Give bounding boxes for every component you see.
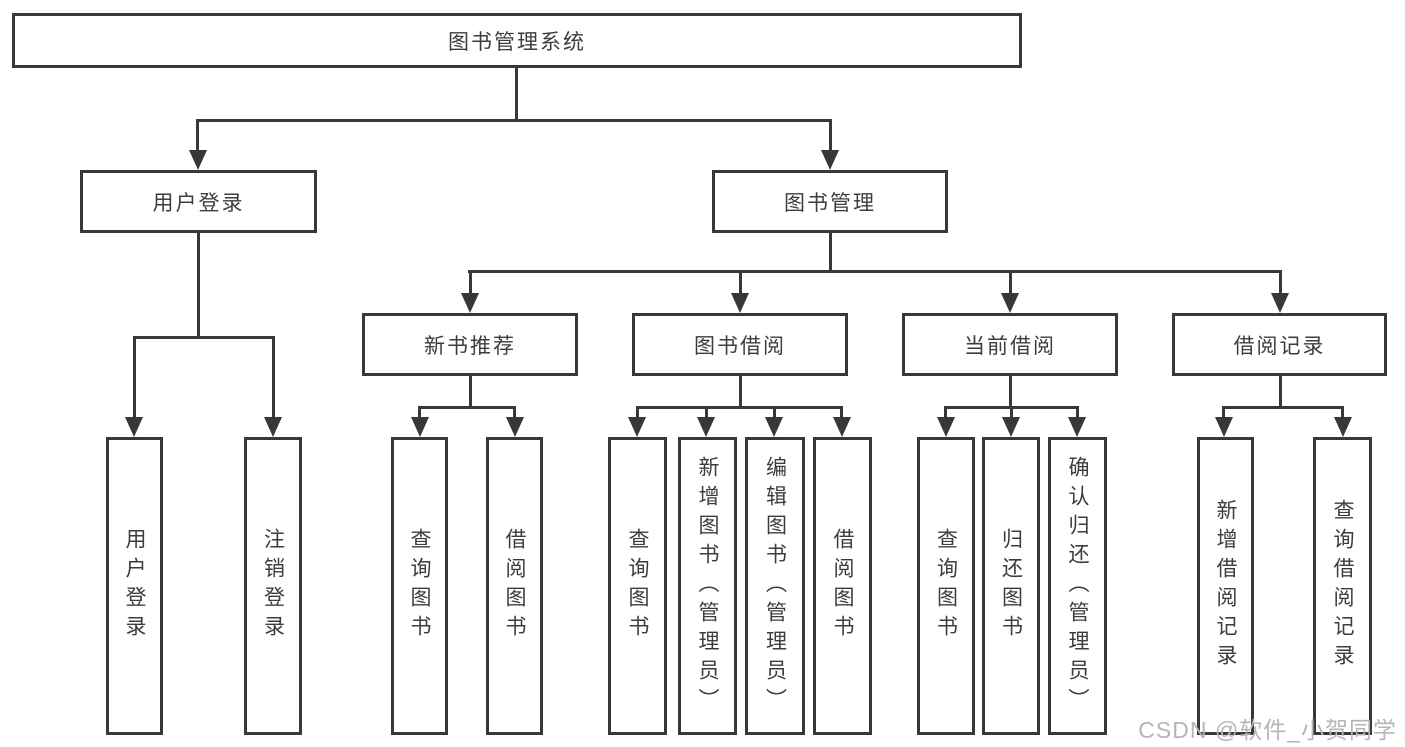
connector-vline: [829, 232, 832, 273]
connector-vline: [133, 336, 136, 419]
connector-vline: [196, 119, 199, 153]
arrow-down-icon: [628, 417, 646, 437]
connector-vline: [469, 375, 472, 409]
leaf-logout: 注销登录: [244, 437, 302, 735]
connector-vline: [773, 406, 776, 420]
arrow-down-icon: [189, 150, 207, 170]
arrow-down-icon: [264, 417, 282, 437]
connector-vline: [1009, 375, 1012, 409]
connector-vline: [829, 119, 832, 153]
connector-vline: [1341, 406, 1344, 420]
connector-vline: [944, 406, 947, 420]
leaf-bb-add-books-admin-label: 新增图书（管理员）: [696, 455, 719, 717]
leaf-bb-edit-books-admin: 编辑图书（管理员）: [745, 437, 805, 735]
connector-hline: [418, 406, 516, 409]
leaf-user-login: 用户登录: [106, 437, 163, 735]
node-borrow-records: 借阅记录: [1172, 313, 1387, 376]
leaf-bb-query-books: 查询图书: [608, 437, 667, 735]
node-root: 图书管理系统: [12, 13, 1022, 68]
connector-vline: [1009, 270, 1012, 296]
node-user-login: 用户登录: [80, 170, 317, 233]
node-user-login-label: 用户登录: [152, 191, 245, 215]
leaf-br-query-record-label: 查询借阅记录: [1331, 499, 1354, 673]
arrow-down-icon: [697, 417, 715, 437]
leaf-bb-query-books-label: 查询图书: [626, 528, 649, 644]
leaf-cb-query-books-label: 查询图书: [934, 528, 958, 644]
leaf-bb-borrow-books: 借阅图书: [813, 437, 872, 735]
connector-vline: [1279, 270, 1282, 296]
arrow-down-icon: [937, 417, 955, 437]
leaf-br-query-record: 查询借阅记录: [1313, 437, 1372, 735]
arrow-down-icon: [461, 293, 479, 313]
connector-vline: [1010, 406, 1013, 420]
arrow-down-icon: [765, 417, 783, 437]
arrow-down-icon: [1001, 293, 1019, 313]
node-current-borrow: 当前借阅: [902, 313, 1118, 376]
leaf-br-add-record-label: 新增借阅记录: [1214, 499, 1237, 673]
connector-vline: [197, 232, 200, 338]
leaf-nb-borrow-books: 借阅图书: [486, 437, 543, 735]
leaf-cb-return-books: 归还图书: [982, 437, 1040, 735]
leaf-bb-add-books-admin: 新增图书（管理员）: [678, 437, 737, 735]
leaf-nb-query-books: 查询图书: [391, 437, 448, 735]
connector-vline: [272, 336, 275, 419]
connector-vline: [636, 406, 639, 420]
leaf-cb-query-books: 查询图书: [917, 437, 975, 735]
connector-vline: [513, 406, 516, 420]
leaf-nb-query-books-label: 查询图书: [408, 528, 431, 644]
leaf-br-add-record: 新增借阅记录: [1197, 437, 1254, 735]
connector-vline: [739, 375, 742, 409]
leaf-cb-return-books-label: 归还图书: [999, 528, 1023, 644]
leaf-nb-borrow-books-label: 借阅图书: [503, 528, 526, 644]
arrow-down-icon: [125, 417, 143, 437]
connector-vline: [705, 406, 708, 420]
connector-vline: [418, 406, 421, 420]
connector-vline: [1222, 406, 1225, 420]
connector-hline: [1222, 406, 1344, 409]
leaf-user-login-label: 用户登录: [123, 528, 146, 644]
arrow-down-icon: [411, 417, 429, 437]
node-new-book-recommend-label: 新书推荐: [424, 334, 516, 358]
arrow-down-icon: [1271, 293, 1289, 313]
node-book-management: 图书管理: [712, 170, 948, 233]
connector-hline: [636, 406, 843, 409]
leaf-bb-edit-books-admin-label: 编辑图书（管理员）: [763, 455, 787, 717]
arrow-down-icon: [1215, 417, 1233, 437]
connector-hline: [196, 119, 832, 122]
leaf-cb-confirm-return-admin-label: 确认归还（管理员）: [1066, 455, 1089, 717]
leaf-logout-label: 注销登录: [261, 528, 285, 644]
csdn-watermark: CSDN @软件_小贺同学: [1138, 717, 1397, 743]
connector-vline: [515, 68, 518, 122]
connector-vline: [739, 270, 742, 296]
arrow-down-icon: [731, 293, 749, 313]
arrow-down-icon: [1068, 417, 1086, 437]
leaf-bb-borrow-books-label: 借阅图书: [831, 528, 854, 644]
arrow-down-icon: [506, 417, 524, 437]
arrow-down-icon: [1334, 417, 1352, 437]
connector-vline: [840, 406, 843, 420]
node-current-borrow-label: 当前借阅: [964, 334, 1056, 358]
node-borrow-records-label: 借阅记录: [1233, 334, 1326, 358]
arrow-down-icon: [1002, 417, 1020, 437]
arrow-down-icon: [821, 150, 839, 170]
connector-hline: [133, 336, 275, 339]
leaf-cb-confirm-return-admin: 确认归还（管理员）: [1048, 437, 1107, 735]
connector-vline: [1279, 375, 1282, 409]
connector-vline: [469, 270, 472, 296]
node-book-borrow: 图书借阅: [632, 313, 848, 376]
connector-hline: [468, 270, 1282, 273]
arrow-down-icon: [833, 417, 851, 437]
node-root-label: 图书管理系统: [448, 30, 586, 54]
node-new-book-recommend: 新书推荐: [362, 313, 578, 376]
node-book-borrow-label: 图书借阅: [694, 334, 786, 358]
node-book-management-label: 图书管理: [784, 191, 876, 215]
connector-vline: [1076, 406, 1079, 420]
